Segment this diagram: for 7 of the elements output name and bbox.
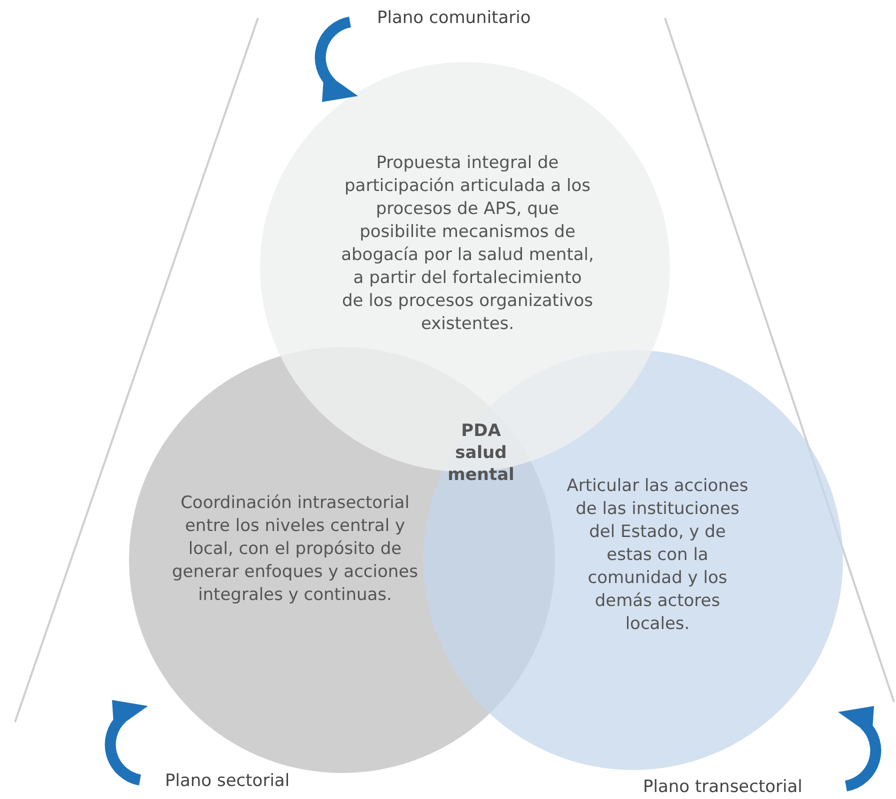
plane-label: Plano sectorial (165, 771, 290, 791)
circle-text: Propuesta integral de participación articulada a los procesos de APS, que posibilite mecanismos de abogacía por la salud mental, a partir del fortalecimiento de los procesos organizativos existentes. (340, 152, 595, 336)
plane-label: Plano transectorial (643, 777, 802, 797)
plane-label: Plano comunitario (377, 8, 531, 28)
center-label: PDA salud mental (446, 420, 516, 486)
circle-text: Articular las acciones de las instituciones del Estado, y de estas con la comunidad y los demás actores locales. (566, 475, 750, 636)
circle-text: Coordinación intrasectorial entre los niveles central y local, con el propósito de generar enfoques y acciones integrales y continuas. (171, 492, 419, 607)
